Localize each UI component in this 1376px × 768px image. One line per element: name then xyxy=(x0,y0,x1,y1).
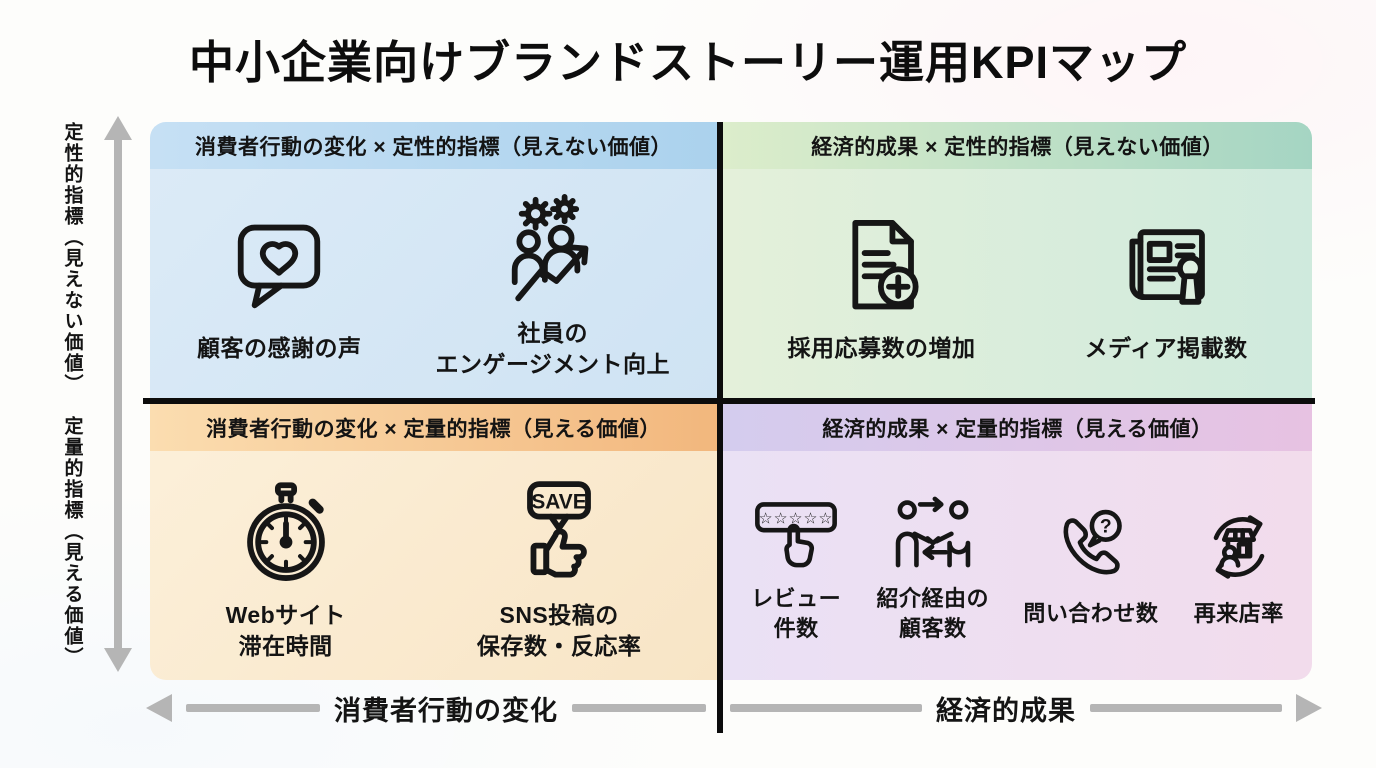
media-coverage-icon xyxy=(1108,197,1224,325)
y-axis-label-qualitative: 定性的指標（見えない価値） xyxy=(61,122,83,395)
kpi-label: 採用応募数の増加 xyxy=(787,335,976,362)
kpi-item-employee-engagement: 社員の エンゲージメント向上 xyxy=(435,182,670,379)
review-stars-icon: ☆☆☆☆☆ xyxy=(750,482,842,578)
quadrant-top-left: 消費者行動の変化 × 定性的指標（見えない価値） 顧客の感謝の声 xyxy=(150,122,717,398)
kpi-label: 問い合わせ数 xyxy=(1023,600,1159,626)
quadrant-divider-horizontal xyxy=(143,398,1315,404)
quadrant-bottom-right: 経済的成果 × 定量的指標（見える価値） ☆☆☆☆☆ レビュー 件数 xyxy=(723,404,1312,680)
save-thumbs-up-icon: SAVE xyxy=(501,464,617,592)
y-axis-arrow xyxy=(104,116,132,672)
y-axis-line xyxy=(114,132,122,656)
referral-handshake-icon xyxy=(887,482,979,578)
kpi-item-customer-thanks: 顧客の感謝の声 xyxy=(197,197,362,363)
stopwatch-icon xyxy=(228,464,344,592)
arrow-down-icon xyxy=(104,648,132,672)
arrow-left-icon xyxy=(146,694,172,722)
kpi-item-referrals: 紹介経由の 顧客数 xyxy=(877,482,990,642)
y-axis-label-quantitative: 定量的指標（見える価値） xyxy=(61,416,83,668)
svg-text:?: ? xyxy=(1100,516,1112,537)
x-axis-right: 経済的成果 xyxy=(730,690,1322,726)
quadrant-top-right: 経済的成果 × 定性的指標（見えない価値） 採用応募数の増加 xyxy=(723,122,1312,398)
kpi-label: 社員の エンゲージメント向上 xyxy=(435,320,670,377)
phone-inquiry-icon: ? xyxy=(1045,497,1137,593)
quadrant-bottom-left-body: Webサイト 滞在時間 SAVE SNS投稿の 保存数・反応率 xyxy=(150,451,717,680)
quadrant-bottom-right-header: 経済的成果 × 定量的指標（見える価値） xyxy=(723,404,1312,451)
kpi-item-media: メディア掲載数 xyxy=(1085,197,1248,363)
kpi-item-sns-saves: SAVE SNS投稿の 保存数・反応率 xyxy=(477,464,642,661)
arrow-right-icon xyxy=(1296,694,1322,722)
svg-text:SAVE: SAVE xyxy=(531,491,586,514)
document-plus-icon xyxy=(824,197,940,325)
x-axis-line xyxy=(186,704,320,712)
quadrant-bottom-left-header: 消費者行動の変化 × 定量的指標（見える価値） xyxy=(150,404,717,451)
employee-engagement-icon xyxy=(495,182,611,310)
quadrant-divider-vertical xyxy=(717,122,723,733)
kpi-label: 紹介経由の 顧客数 xyxy=(876,586,990,641)
kpi-item-repeat-visits: 再来店率 xyxy=(1193,497,1285,628)
kpi-label: メディア掲載数 xyxy=(1084,335,1248,362)
kpi-item-reviews: ☆☆☆☆☆ レビュー 件数 xyxy=(750,482,842,642)
kpi-item-recruiting: 採用応募数の増加 xyxy=(788,197,976,363)
quadrant-bottom-left: 消費者行動の変化 × 定量的指標（見える価値） Webサイト 滞在時間 xyxy=(150,404,717,680)
page-title: 中小企業向けブランドストーリー運用KPIマップ xyxy=(188,37,1188,88)
x-axis-left: 消費者行動の変化 xyxy=(146,690,706,726)
chat-heart-icon xyxy=(221,197,337,325)
kpi-item-website-time: Webサイト 滞在時間 xyxy=(226,464,346,661)
x-axis-line xyxy=(730,704,922,712)
svg-text:☆☆☆☆☆: ☆☆☆☆☆ xyxy=(759,511,834,528)
quadrant-top-right-body: 採用応募数の増加 メディア掲載数 xyxy=(723,169,1312,398)
x-axis-line xyxy=(572,704,706,712)
quadrant-bottom-right-body: ☆☆☆☆☆ レビュー 件数 紹介経由の 顧客数 xyxy=(723,451,1312,680)
store-repeat-icon xyxy=(1193,497,1285,593)
quadrant-top-right-header: 経済的成果 × 定性的指標（見えない価値） xyxy=(723,122,1312,169)
kpi-label: SNS投稿の 保存数・反応率 xyxy=(476,602,642,659)
kpi-label: Webサイト 滞在時間 xyxy=(225,602,346,659)
x-axis-label-consumer-behavior: 消費者行動の変化 xyxy=(334,695,558,726)
quadrant-top-left-header: 消費者行動の変化 × 定性的指標（見えない価値） xyxy=(150,122,717,169)
kpi-label: 再来店率 xyxy=(1193,600,1284,626)
x-axis-label-economic-results: 経済的成果 xyxy=(936,695,1076,726)
x-axis-line xyxy=(1090,704,1282,712)
quadrant-top-left-body: 顧客の感謝の声 社員の エンゲージメント向上 xyxy=(150,169,717,398)
kpi-label: 顧客の感謝の声 xyxy=(196,335,362,362)
kpi-label: レビュー 件数 xyxy=(751,586,842,641)
kpi-item-inquiries: ? 問い合わせ数 xyxy=(1023,497,1158,628)
